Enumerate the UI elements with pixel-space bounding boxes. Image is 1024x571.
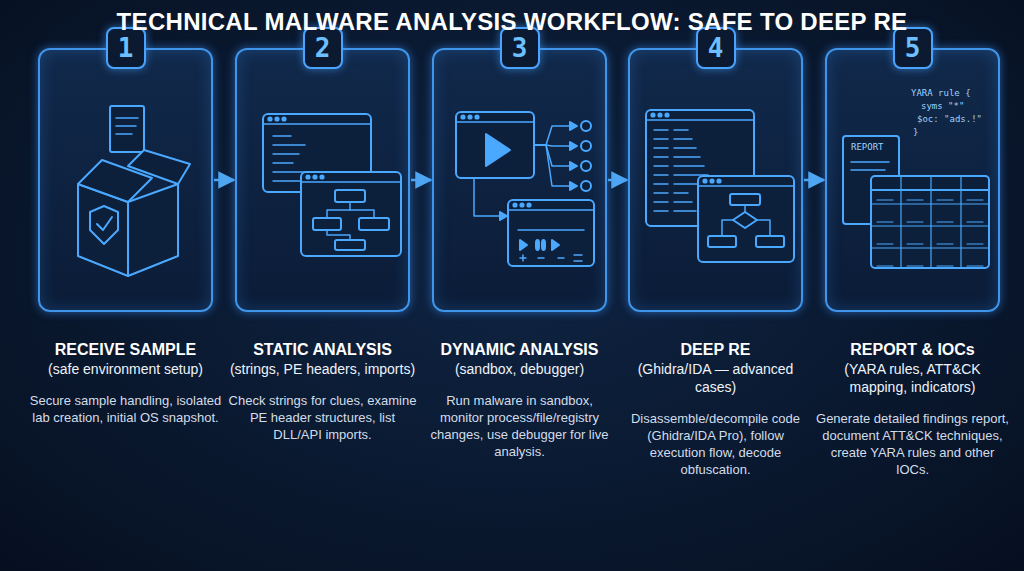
step-texts: DEEP RE(Ghidra/IDA — advanced cases) Disa… [619, 340, 812, 478]
step-frame [38, 48, 213, 312]
step-texts: STATIC ANALYSIS(strings, PE headers, imp… [226, 340, 419, 443]
step-number: 1 [118, 33, 134, 63]
step-texts: REPORT & IOCs(YARA rules, ATT&CK mapping… [816, 340, 1009, 478]
step-subheading: (sandbox, debugger) [423, 360, 616, 378]
step-illustration [434, 50, 605, 310]
icon-code-text: YARA rule { [911, 88, 971, 99]
step-illustration [40, 50, 211, 310]
flow-arrow [411, 179, 431, 182]
step-heading: STATIC ANALYSIS [226, 340, 419, 360]
step-box: REPORT YARA rule { syms "*" $oc: "ads.!"}RE… [825, 48, 1000, 312]
step-texts: DYNAMIC ANALYSIS(sandbox, debugger) Run m… [423, 340, 616, 460]
step-illustration [630, 50, 801, 310]
step-texts: RECEIVE SAMPLE(safe environment setup) Se… [29, 340, 222, 426]
step-subheading: (YARA rules, ATT&CK mapping, indicators) [816, 360, 1009, 396]
icon-code-text: } [913, 127, 918, 138]
step-frame [432, 48, 607, 312]
step-number: 3 [512, 33, 528, 63]
step-heading: REPORT & IOCs [816, 340, 1009, 360]
icon-code-text: syms "*" [921, 101, 964, 112]
step-description: Disassemble/decompile code (Ghidra/IDA P… [619, 410, 812, 478]
step-subheading: (Ghidra/IDA — advanced cases) [619, 360, 812, 396]
flow-arrow [608, 179, 627, 182]
step-box: DYNAMIC ANALYSIS(sandbox, debugger)Run m… [432, 48, 607, 312]
step-box: DEEP RE(Ghidra/IDA — advanced cases)Disa… [628, 48, 803, 312]
step-number: 2 [315, 33, 331, 63]
title: TECHNICAL MALWARE ANALYSIS WORKFLOW: SAF… [0, 8, 1024, 36]
step-description: Generate detailed findings report, docum… [816, 410, 1009, 478]
icon-code-text: $oc: "ads.!" [917, 114, 982, 125]
flow-arrow [214, 179, 234, 182]
step-number: 4 [708, 33, 724, 63]
step-heading: DEEP RE [619, 340, 812, 360]
step-frame [235, 48, 410, 312]
step-subheading: (strings, PE headers, imports) [226, 360, 419, 378]
step-box: STATIC ANALYSIS(strings, PE headers, imp… [235, 48, 410, 312]
step-illustration [237, 50, 408, 310]
step-description: Secure sample handling, isolated lab cre… [29, 392, 222, 426]
step-description: Check strings for clues, examine PE head… [226, 392, 419, 443]
step-box: RECEIVE SAMPLE(safe environment setup)Se… [38, 48, 213, 312]
icon-code-text: REPORT [851, 142, 884, 153]
step-heading: RECEIVE SAMPLE [29, 340, 222, 360]
step-subheading: (safe environment setup) [29, 360, 222, 378]
step-heading: DYNAMIC ANALYSIS [423, 340, 616, 360]
step-frame [628, 48, 803, 312]
step-frame: REPORT YARA rule { syms "*" $oc: "ads.!"} [825, 48, 1000, 312]
flow-arrow [804, 179, 824, 182]
step-number: 5 [905, 33, 921, 63]
step-description: Run malware in sandbox, monitor process/… [423, 392, 616, 460]
